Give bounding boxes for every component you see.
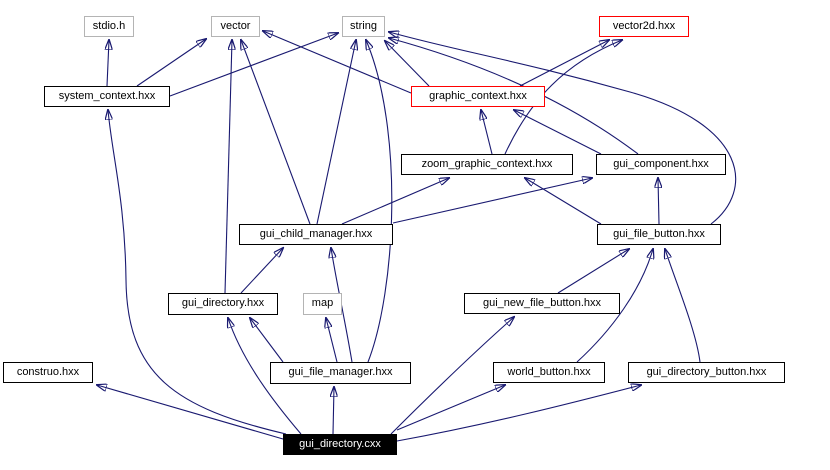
node-vector: vector	[211, 16, 260, 37]
node-vector2d-hxx[interactable]: vector2d.hxx	[599, 16, 689, 37]
edge-gui_file_button-zoom_graphic_context	[525, 178, 602, 225]
node-gui-child-manager-hxx[interactable]: gui_child_manager.hxx	[239, 224, 393, 245]
node-gui-directory-hxx[interactable]: gui_directory.hxx	[168, 293, 278, 315]
node-construo-hxx[interactable]: construo.hxx	[3, 362, 93, 383]
edge-gui_directory_cxx-gui_directory_button	[396, 385, 641, 442]
edge-gui_directory_button-gui_file_button	[665, 249, 701, 363]
node-map: map	[303, 293, 342, 315]
edge-world_button-gui_file_button	[576, 249, 653, 363]
edge-gui_child_manager-string	[316, 40, 356, 225]
edge-gui_file_button-string	[389, 32, 737, 225]
node-gui-directory-button-hxx[interactable]: gui_directory_button.hxx	[628, 362, 785, 383]
node-string: string	[342, 16, 385, 37]
edge-system_context-string	[169, 33, 338, 97]
edge-graphic_context-string	[385, 41, 430, 87]
edge-gui_file_manager-map	[326, 318, 338, 363]
edge-gui_directory-vector	[224, 40, 232, 294]
node-gui-file-manager-hxx[interactable]: gui_file_manager.hxx	[270, 362, 411, 384]
edge-graphic_context-vector2d	[519, 40, 609, 87]
edge-graphic_context-vector	[263, 31, 412, 94]
edge-system_context-vector	[136, 39, 206, 87]
edge-gui_directory_cxx-gui_new_file_button	[390, 317, 514, 435]
edge-gui_directory_cxx-gui_file_manager	[333, 387, 334, 435]
edge-gui_file_manager-string	[366, 40, 393, 363]
node-zoom-graphic-context-hxx[interactable]: zoom_graphic_context.hxx	[401, 154, 573, 175]
node-gui-new-file-button-hxx[interactable]: gui_new_file_button.hxx	[464, 293, 620, 314]
edge-gui_directory_cxx-construo	[97, 385, 284, 440]
edge-gui_file_button-gui_component	[658, 178, 659, 225]
node-stdio-h: stdio.h	[84, 16, 134, 37]
edge-gui_file_manager-gui_directory	[250, 318, 284, 363]
edge-system_context-stdio	[107, 40, 109, 87]
node-gui-component-hxx[interactable]: gui_component.hxx	[596, 154, 726, 175]
edge-gui_directory_cxx-system_context	[108, 110, 287, 435]
edge-zoom_graphic_context-graphic_context	[481, 110, 493, 155]
edge-gui_new_file_button-gui_file_button	[557, 249, 629, 294]
node-world-button-hxx[interactable]: world_button.hxx	[493, 362, 605, 383]
edge-gui_component-graphic_context	[514, 110, 602, 155]
node-gui-directory-cxx: gui_directory.cxx	[283, 434, 397, 455]
node-graphic-context-hxx[interactable]: graphic_context.hxx	[411, 86, 545, 107]
edge-gui_child_manager-zoom_graphic_context	[341, 178, 449, 225]
edge-gui_component-string	[389, 38, 639, 155]
edge-gui_directory_cxx-world_button	[396, 385, 505, 431]
node-gui-file-button-hxx[interactable]: gui_file_button.hxx	[597, 224, 721, 245]
node-system-context-hxx[interactable]: system_context.hxx	[44, 86, 170, 107]
edge-gui_directory-gui_child_manager	[240, 248, 283, 294]
edge-zoom_graphic_context-vector2d	[504, 40, 622, 155]
edge-gui_child_manager-vector	[241, 40, 311, 225]
edge-gui_child_manager-gui_component	[392, 178, 592, 224]
edge-gui_directory_cxx-gui_directory	[228, 318, 302, 435]
